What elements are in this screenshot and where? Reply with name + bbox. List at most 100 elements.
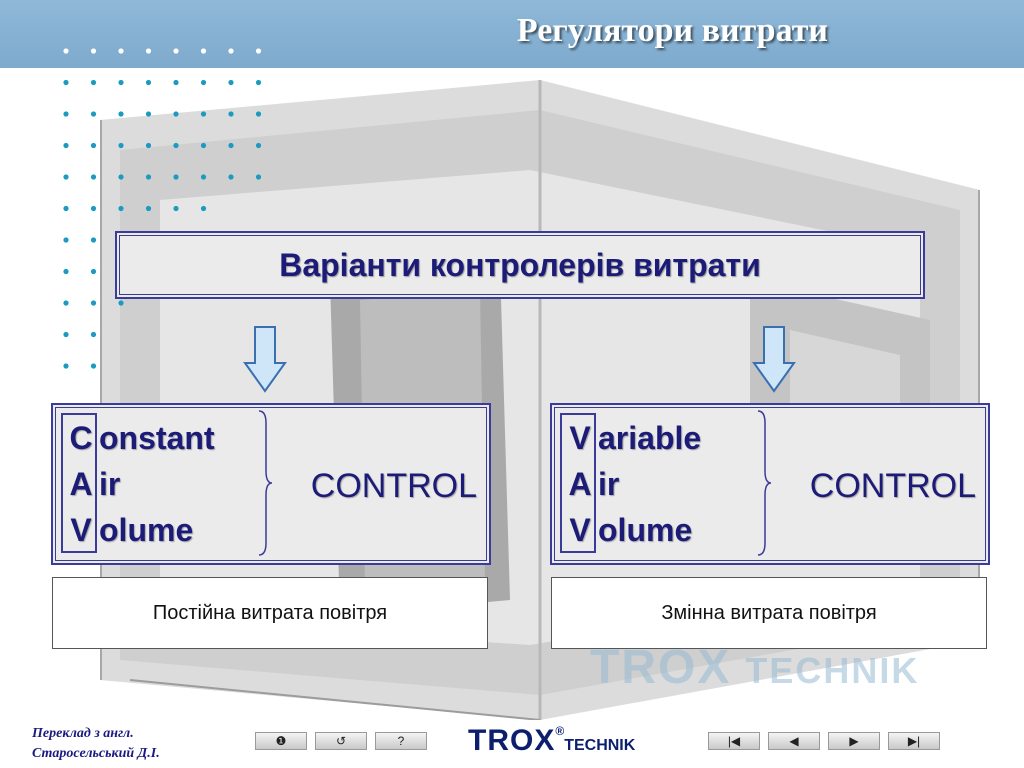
logo-sub: TECHNIK <box>564 737 636 754</box>
acronym-letter-frame <box>61 413 97 553</box>
help-button[interactable]: ? <box>375 732 427 750</box>
decorative-dot-grid <box>63 48 262 369</box>
decorative-dot <box>90 237 97 243</box>
help-icon: ? <box>397 734 405 748</box>
decorative-dot <box>200 111 207 117</box>
decorative-dot <box>90 268 97 275</box>
next-slide-icon: ▶ <box>849 734 859 748</box>
down-arrow-icon <box>243 326 287 393</box>
watermark-logo: TROX TECHNIK <box>590 640 919 695</box>
decorative-dot <box>90 79 97 86</box>
decorative-dot <box>63 111 69 117</box>
decorative-dot <box>63 300 69 306</box>
decorative-dot <box>63 174 69 180</box>
decorative-dot <box>200 205 207 212</box>
decorative-dot <box>200 174 207 180</box>
acronym-letter: A <box>69 466 93 502</box>
decorative-dot <box>63 79 69 86</box>
acronym-word: onstant <box>99 420 215 456</box>
logo-registered-mark: ® <box>555 724 565 738</box>
decorative-dot <box>228 79 234 86</box>
decorative-dot <box>200 79 207 86</box>
decorative-dot <box>63 331 69 338</box>
decorative-dot <box>118 205 124 212</box>
decorative-dot <box>145 48 152 54</box>
cav-description-box: Постійна витрата повітря <box>52 577 488 649</box>
brace-icon <box>258 410 273 556</box>
acronym-letter: V <box>569 512 591 548</box>
decorative-dot <box>118 142 124 149</box>
decorative-dot <box>90 174 97 180</box>
acronym-word: ariable <box>598 420 702 456</box>
credit-line-1: Переклад з англ. <box>32 726 134 741</box>
watermark-sub: TECHNIK <box>745 650 920 691</box>
decorative-dot <box>90 48 97 54</box>
decorative-dot <box>228 174 234 180</box>
decorative-dot <box>118 79 124 86</box>
decorative-dot <box>255 79 262 86</box>
decorative-dot <box>200 48 207 54</box>
control-label: CONTROL <box>809 467 976 505</box>
control-label: CONTROL <box>310 467 477 505</box>
last-slide-button[interactable]: ▶| <box>888 732 940 750</box>
logo-brand: TROX <box>468 724 556 757</box>
decorative-dot <box>173 205 179 212</box>
credit-line-2: Старосельський Д.І. <box>32 746 160 761</box>
decorative-dot <box>90 300 97 306</box>
decorative-dot <box>118 111 124 117</box>
first-slide-button[interactable]: |◀ <box>708 732 760 750</box>
acronym-letter: V <box>569 420 591 456</box>
decorative-dot <box>63 363 69 369</box>
decorative-dot <box>63 237 69 243</box>
translator-credit: Переклад з англ. Старосельський Д.І. <box>32 724 160 764</box>
vav-description-box: Змінна витрата повітря <box>551 577 987 649</box>
acronym-letter-frame <box>560 413 596 553</box>
trox-technik-logo: TROX®TECHNIK <box>468 724 635 758</box>
decorative-dot <box>173 174 179 180</box>
variants-heading-box: Варіанти контролерів витрати <box>115 231 925 299</box>
watermark-brand: TROX <box>590 641 732 694</box>
brace-icon <box>757 410 772 556</box>
info-icon: ❶ <box>275 734 287 748</box>
decorative-dot <box>173 142 179 149</box>
decorative-dot <box>63 205 69 212</box>
acronym-word: olume <box>598 512 693 548</box>
prev-slide-button[interactable]: ◀ <box>768 732 820 750</box>
next-slide-button[interactable]: ▶ <box>828 732 880 750</box>
info-button[interactable]: ❶ <box>255 732 307 750</box>
decorative-dot <box>63 48 69 54</box>
decorative-dot <box>173 48 179 54</box>
decorative-dot <box>118 48 124 54</box>
acronym-word: ir <box>99 466 121 502</box>
acronym-letter: A <box>568 466 592 502</box>
decorative-dot <box>255 111 262 117</box>
return-button[interactable]: ↺ <box>315 732 367 750</box>
acronym-word: olume <box>99 512 194 548</box>
title-bar <box>0 0 1024 68</box>
decorative-dot <box>90 331 97 338</box>
decorative-dot <box>228 142 234 149</box>
decorative-dot <box>255 142 262 149</box>
down-arrow-icon <box>752 326 796 393</box>
acronym-letter: C <box>69 420 93 456</box>
decorative-dot <box>228 111 234 117</box>
decorative-dot <box>63 268 69 275</box>
slide-title: Регулятори витрати <box>516 12 828 49</box>
decorative-dot <box>145 205 152 212</box>
decorative-dot <box>255 174 262 180</box>
decorative-dot <box>145 142 152 149</box>
decorative-dot <box>255 48 262 54</box>
acronym-letter: V <box>70 512 92 548</box>
return-icon: ↺ <box>335 734 347 748</box>
decorative-dot <box>90 142 97 149</box>
decorative-dot <box>90 111 97 117</box>
variants-heading: Варіанти контролерів витрати <box>279 246 761 283</box>
vav-description: Змінна витрата повітря <box>661 601 877 624</box>
decorative-dot <box>90 205 97 212</box>
